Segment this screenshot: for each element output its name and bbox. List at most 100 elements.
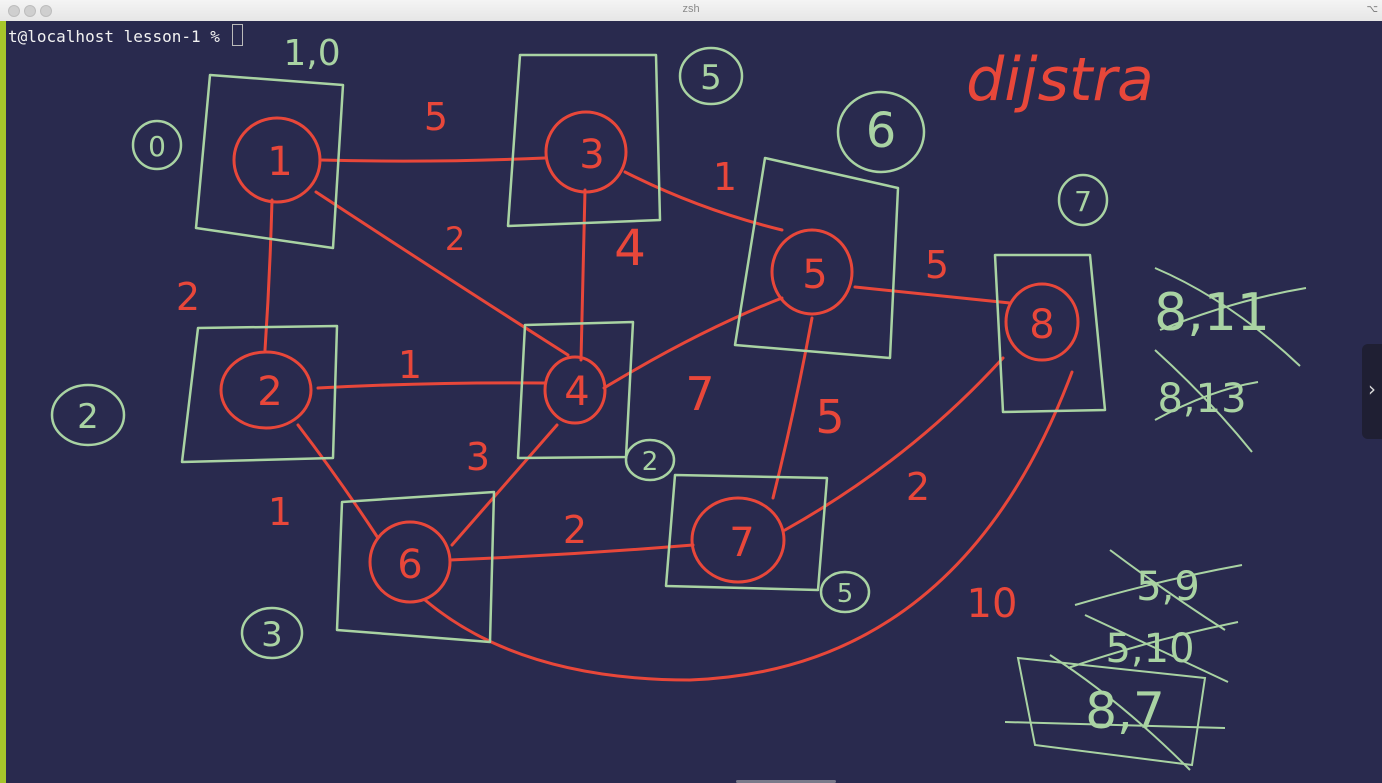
strike-right-1 bbox=[1154, 267, 1301, 367]
strike-bottom-1 bbox=[1074, 564, 1243, 606]
node-6-circle bbox=[368, 520, 452, 604]
minimize-window-icon[interactable] bbox=[24, 5, 36, 17]
dist-badge-3-ring bbox=[678, 46, 744, 106]
notes-bottom-strikes bbox=[1004, 549, 1243, 771]
strike-bottom-3 bbox=[1067, 621, 1239, 669]
dist-label-6: 3 bbox=[261, 615, 283, 655]
weight-3-5: 1 bbox=[713, 155, 737, 199]
edge-1-3 bbox=[318, 156, 547, 163]
strike-bottom-4 bbox=[1084, 614, 1229, 683]
strike-right-3 bbox=[1154, 349, 1253, 453]
edge-5-8 bbox=[853, 285, 1012, 305]
scroll-indicator[interactable] bbox=[736, 780, 836, 783]
shell-prompt: t@localhost lesson-1 % bbox=[8, 24, 243, 46]
note-right-2: 8,13 bbox=[1157, 376, 1246, 422]
box-node-8 bbox=[993, 253, 1107, 414]
node-5-label: 5 bbox=[802, 252, 827, 298]
dist-label-1: 0 bbox=[148, 130, 166, 163]
side-panel-toggle[interactable]: › bbox=[1362, 344, 1382, 439]
weight-5-7: 5 bbox=[815, 390, 844, 444]
edge-weights: 5 2 2 4 1 1 1 3 7 5 5 2 2 10 bbox=[176, 95, 1018, 627]
node-2-label: 2 bbox=[257, 369, 282, 415]
weight-2-4: 1 bbox=[398, 343, 422, 387]
weight-2-6: 1 bbox=[268, 490, 292, 534]
node-labels: 1 2 3 4 5 6 7 8 bbox=[257, 132, 1054, 588]
edge-3-4 bbox=[579, 188, 587, 362]
weight-1-3: 5 bbox=[424, 95, 448, 139]
weight-1-2: 2 bbox=[176, 275, 200, 319]
box-node-3 bbox=[506, 53, 662, 228]
whiteboard-title: dijstra bbox=[966, 45, 1154, 115]
edge-5-7 bbox=[771, 316, 814, 500]
node-3-label: 3 bbox=[579, 132, 604, 178]
strike-bottom-5 bbox=[1016, 656, 1207, 767]
option-key-icon: ⌥ bbox=[1366, 4, 1378, 15]
dist-label-8: 7 bbox=[1074, 185, 1092, 218]
box-node-2 bbox=[180, 324, 339, 464]
dist-badge-2-ring bbox=[50, 383, 126, 447]
weight-4-6: 3 bbox=[466, 435, 490, 479]
edge-4-5 bbox=[602, 296, 784, 390]
weight-6-7: 2 bbox=[563, 508, 587, 552]
node-7-label: 7 bbox=[729, 520, 754, 566]
weight-3-4: 4 bbox=[614, 219, 646, 277]
distance-badges bbox=[50, 46, 1109, 660]
terminal-area[interactable]: t@localhost lesson-1 % bbox=[0, 21, 1382, 783]
edge-1-2 bbox=[263, 198, 274, 352]
strike-bottom-7 bbox=[1049, 654, 1191, 771]
graph-edges bbox=[263, 156, 1074, 682]
window-title: zsh bbox=[682, 3, 700, 15]
edge-2-4 bbox=[316, 381, 547, 390]
node-1-label: 1 bbox=[267, 139, 292, 185]
edge-1-4 bbox=[314, 190, 570, 357]
dist-badge-1-ring bbox=[131, 119, 183, 171]
dist-badge-5-ring bbox=[836, 90, 926, 174]
weight-5-8: 5 bbox=[925, 243, 949, 287]
notes-bottom: 5,9 5,10 8,7 bbox=[1085, 564, 1200, 740]
edge-7-8 bbox=[783, 356, 1005, 532]
weight-6-8: 10 bbox=[967, 581, 1018, 627]
node-circles bbox=[219, 110, 1080, 604]
node-5-circle bbox=[770, 228, 854, 316]
weight-1-4: 2 bbox=[445, 220, 465, 258]
edge-6-8 bbox=[423, 370, 1074, 682]
strike-bottom-6 bbox=[1004, 721, 1226, 729]
box-node-5 bbox=[733, 156, 900, 360]
edge-6-7 bbox=[448, 543, 695, 562]
zoom-window-icon[interactable] bbox=[40, 5, 52, 17]
node-4-circle bbox=[543, 355, 607, 425]
edge-2-6 bbox=[296, 423, 380, 540]
node-3-circle bbox=[544, 110, 628, 194]
close-window-icon[interactable] bbox=[8, 5, 20, 17]
text-cursor bbox=[231, 24, 243, 46]
box-node-1 bbox=[194, 73, 345, 250]
node-2-circle bbox=[219, 350, 313, 430]
notes-right-strikes bbox=[1154, 267, 1307, 453]
note-bottom-2: 5,10 bbox=[1105, 626, 1194, 672]
note-right-1: 8,11 bbox=[1154, 283, 1270, 343]
dist-label-2: 2 bbox=[77, 397, 99, 437]
dist-label-7: 5 bbox=[837, 579, 854, 609]
chevron-right-icon: › bbox=[1368, 377, 1376, 401]
node-8-label: 8 bbox=[1029, 302, 1054, 348]
dist-label-4: 2 bbox=[642, 447, 659, 477]
strike-right-2 bbox=[1159, 287, 1307, 331]
box-node-6 bbox=[335, 490, 496, 644]
edge-3-5 bbox=[623, 170, 784, 232]
node1-prev-label: 1,0 bbox=[283, 33, 340, 74]
strike-bottom-2 bbox=[1109, 549, 1226, 631]
node-1-circle bbox=[232, 116, 322, 204]
dist-label-3: 5 bbox=[700, 58, 722, 98]
notes-right: 8,11 8,13 bbox=[1154, 283, 1270, 422]
box-node-7 bbox=[664, 473, 829, 592]
dist-badge-6-ring bbox=[240, 606, 304, 660]
dist-badge-8-ring bbox=[1057, 173, 1109, 227]
node-7-circle bbox=[690, 496, 786, 584]
weight-7-8: 2 bbox=[906, 465, 930, 509]
strike-right-4 bbox=[1154, 381, 1259, 421]
weight-4-5: 7 bbox=[685, 367, 714, 421]
prompt-text: t@localhost lesson-1 % bbox=[8, 27, 230, 46]
distance-labels: 0 2 5 2 6 3 5 7 1,0 bbox=[77, 33, 1092, 655]
